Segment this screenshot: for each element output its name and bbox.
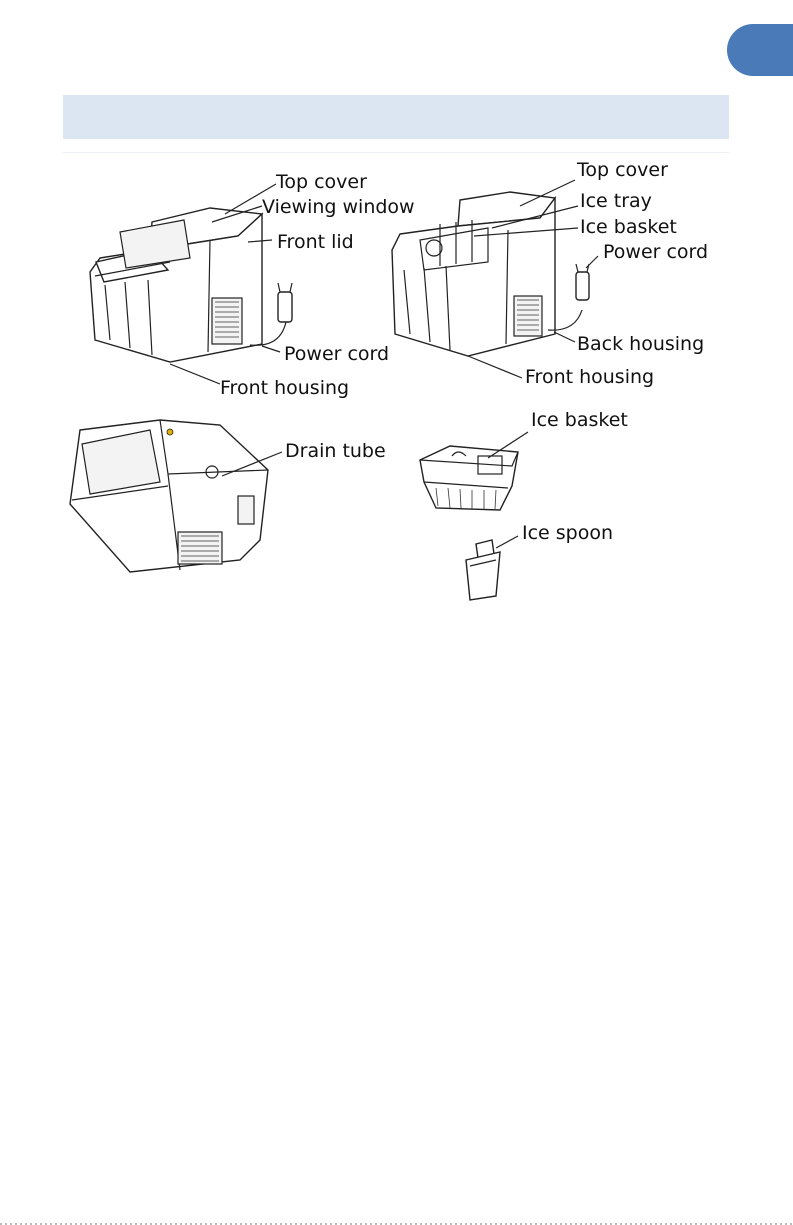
label-front-lid: Front lid: [277, 231, 354, 253]
label-back-housing: Back housing: [577, 333, 704, 355]
page-tab-marker: [727, 24, 793, 76]
label-front-housing-2: Front housing: [525, 366, 654, 388]
ice-maker-open-illustration: [392, 180, 598, 378]
label-ice-basket-2: Ice basket: [580, 216, 677, 238]
label-ice-spoon: Ice spoon: [522, 522, 613, 544]
label-viewing-window: Viewing window: [262, 196, 415, 218]
label-ice-tray: Ice tray: [580, 190, 652, 212]
label-top-cover-2: Top cover: [577, 159, 668, 181]
ice-spoon-illustration: [466, 536, 518, 600]
ice-basket-illustration: [420, 432, 528, 510]
label-ice-basket-accessory: Ice basket: [531, 409, 628, 431]
label-drain-tube: Drain tube: [285, 440, 386, 462]
ice-maker-rear-illustration: [70, 420, 282, 572]
section-header-bar: [63, 95, 729, 139]
label-front-housing-1: Front housing: [220, 377, 349, 399]
label-power-cord-2: Power cord: [603, 241, 708, 263]
label-power-cord-1: Power cord: [284, 343, 389, 365]
label-top-cover: Top cover: [276, 171, 367, 193]
